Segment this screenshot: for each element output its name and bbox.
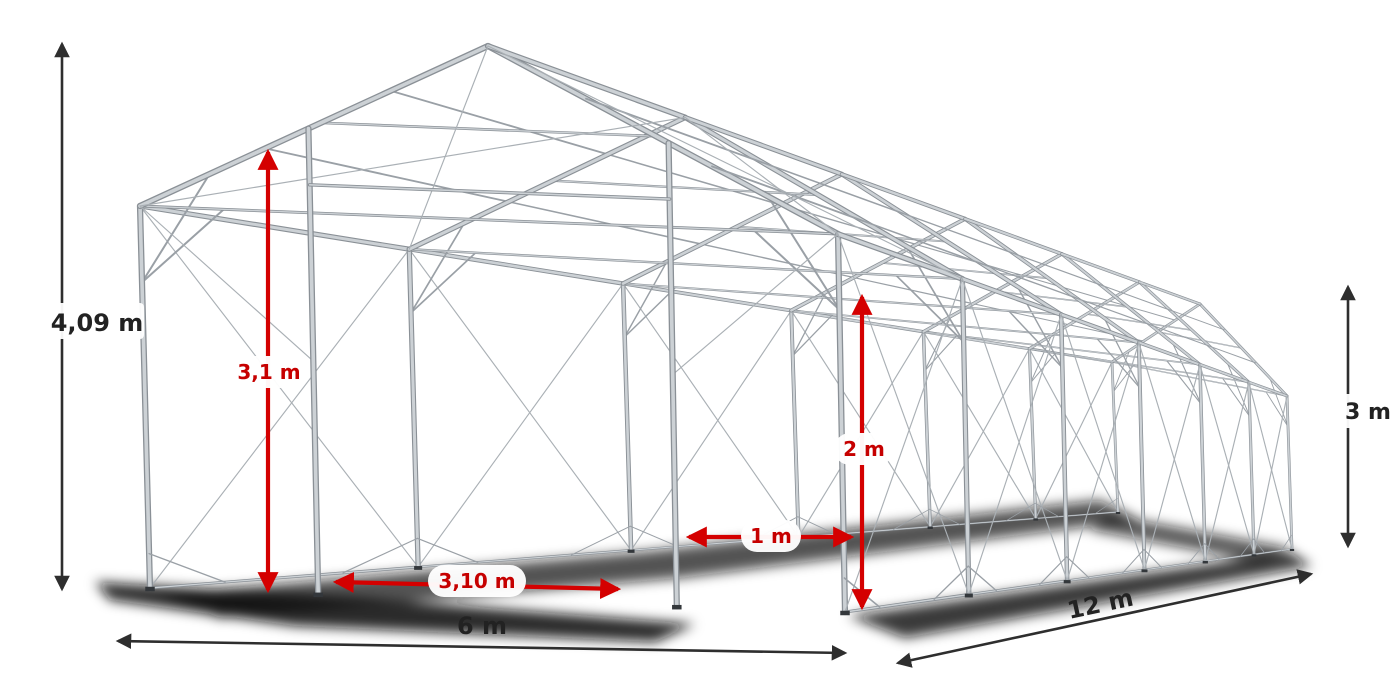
- tent-frame: [136, 42, 1295, 616]
- total-height-label: 4,09 m: [51, 309, 144, 337]
- side-opening-height-pill: [834, 433, 894, 465]
- arrow-width: [115, 633, 848, 661]
- inner-dimension-labels: 3,1 m 3,10 m 1 m 2 m: [231, 356, 894, 597]
- arrow-length: [895, 569, 1314, 668]
- side-height-label-backing: [1340, 394, 1396, 428]
- side-opening-width-label: 1 m: [750, 524, 792, 548]
- side-opening-width-pill: [741, 520, 801, 552]
- door-height-label: 3,1 m: [237, 360, 300, 384]
- door-height-pill: [231, 356, 307, 388]
- outer-dimension-labels: 4,09 m 6 m 12 m 3 m: [50, 303, 1396, 640]
- door-width-label: 3,10 m: [438, 569, 515, 593]
- side-height-label: 3 m: [1345, 400, 1391, 425]
- width-label: 6 m: [457, 612, 507, 640]
- side-opening-height-label: 2 m: [843, 437, 885, 461]
- total-height-label-backing: [50, 303, 144, 339]
- door-width-pill: [428, 565, 526, 597]
